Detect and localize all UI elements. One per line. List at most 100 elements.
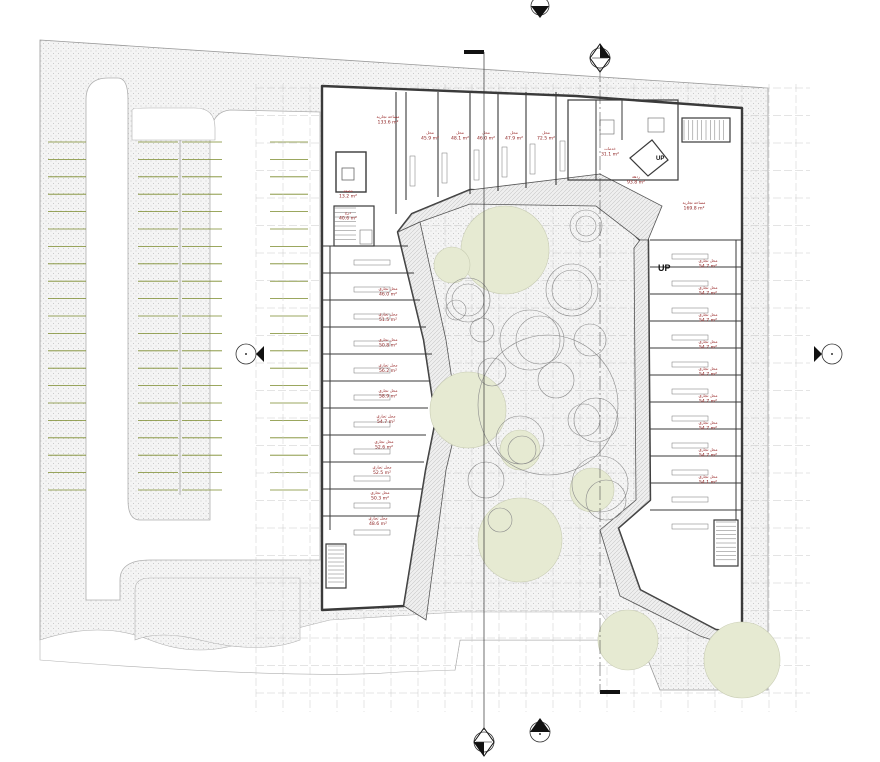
tree-ring xyxy=(445,277,491,323)
room-title: مساحة تجارية xyxy=(683,200,706,205)
tree-ring xyxy=(575,215,597,237)
room-area: 58.9 m² xyxy=(379,394,397,400)
stair-core-sw xyxy=(325,543,347,589)
room-title: محل تجاري xyxy=(698,285,717,290)
tree-ring xyxy=(585,479,627,521)
room-title: درج xyxy=(345,210,352,215)
room-area: 45.9 m² xyxy=(421,136,439,142)
north-shop-partitions xyxy=(395,92,566,214)
east-shop-counter xyxy=(671,523,709,530)
tree-ring xyxy=(545,263,599,317)
west-shop-counter xyxy=(353,529,391,536)
east-shop-counter xyxy=(671,496,709,503)
stair-up-label: UP xyxy=(658,263,671,273)
east-shop-counter xyxy=(671,442,709,449)
section-marker-north xyxy=(589,43,611,73)
grid-bubble-east xyxy=(814,343,843,365)
tree-ring xyxy=(507,435,537,465)
room-title: محل تجاري xyxy=(372,465,391,470)
room-area: 54.7 m² xyxy=(699,345,717,351)
stair-core-ne xyxy=(681,117,731,143)
tree-canopy xyxy=(433,246,471,284)
parking-stalls xyxy=(48,140,308,495)
room-title: محل تجاري xyxy=(374,439,393,444)
room-title: محل xyxy=(482,130,490,135)
room-area: 54.7 m² xyxy=(699,426,717,432)
east-shop-counter xyxy=(671,334,709,341)
north-shop-counter xyxy=(501,146,508,178)
room-area: 54.7 m² xyxy=(699,399,717,405)
tree-canopy xyxy=(429,371,507,449)
room-area: 50.8 m² xyxy=(379,343,397,349)
room-title: محل تجاري xyxy=(378,388,397,393)
room-title: محل تجاري xyxy=(698,339,717,344)
tree-canopy xyxy=(703,621,781,699)
north-shop-counter xyxy=(473,149,480,181)
section-marker-south xyxy=(473,727,495,757)
room-title: محل تجاري xyxy=(370,490,389,495)
elevator-core xyxy=(335,151,367,193)
grid-bubble-north xyxy=(530,0,550,18)
stair-up-label-core: UP xyxy=(656,156,664,162)
room-area: 54.7 m² xyxy=(699,291,717,297)
room-area: 52.5 m² xyxy=(373,470,391,476)
room-title: محل تجاري xyxy=(378,286,397,291)
room-area: 93.8 m² xyxy=(627,180,645,186)
tree-ring xyxy=(569,209,603,243)
east-shop-counter xyxy=(671,280,709,287)
room-title: محل xyxy=(542,130,550,135)
tree-canopy xyxy=(477,497,563,583)
east-shop-partitions xyxy=(650,239,742,530)
west-shop-counter xyxy=(353,421,391,428)
tree-ring xyxy=(487,507,513,533)
room-title: محل xyxy=(510,130,518,135)
room-area: 56.2 m² xyxy=(379,368,397,374)
tree-ring xyxy=(537,361,575,399)
west-shop-partitions xyxy=(322,245,432,536)
east-shop-counter xyxy=(671,253,709,260)
west-shop-counter xyxy=(353,313,391,320)
north-shop-counter xyxy=(409,155,416,187)
stair-core-se xyxy=(713,519,739,567)
tree-ring xyxy=(573,397,619,443)
room-area: 48.1 m² xyxy=(451,136,469,142)
room-title: محل تجاري xyxy=(698,393,717,398)
room-area: 47.9 m² xyxy=(505,136,523,142)
tree-ring xyxy=(515,315,565,365)
service-core xyxy=(567,99,679,181)
east-shop-counter xyxy=(671,469,709,476)
east-shop-counter xyxy=(671,415,709,422)
room-title: محل تجاري xyxy=(698,420,717,425)
room-area: 40.6 m² xyxy=(339,216,357,222)
room-title: ردهة xyxy=(632,174,640,179)
west-shop-counter xyxy=(353,259,391,266)
tree-ring xyxy=(477,334,619,476)
tree-ring xyxy=(551,269,593,311)
stair-treads xyxy=(328,120,736,583)
tree-ring xyxy=(477,357,507,387)
tree-canopy xyxy=(569,467,615,513)
tree-canopy xyxy=(597,609,659,671)
room-title: محل تجاري xyxy=(698,447,717,452)
courtyard-trees xyxy=(429,205,781,699)
room-area: 50.3 m² xyxy=(371,496,389,502)
room-title: مساحة تجارية xyxy=(377,114,400,119)
section-cut-north xyxy=(464,50,484,54)
grid-markers xyxy=(235,0,843,757)
north-shop-counter xyxy=(441,152,448,184)
tree-ring xyxy=(499,309,561,371)
room-title: محل تجاري xyxy=(378,363,397,368)
room-title: محل تجاري xyxy=(378,312,397,317)
room-area: 13.2 m² xyxy=(339,194,357,200)
room-title: محل تجاري xyxy=(698,366,717,371)
room-title: محل تجاري xyxy=(698,474,717,479)
room-area: 169.8 m² xyxy=(684,206,705,212)
room-area: 54.1 m² xyxy=(699,480,717,486)
room-title: محل xyxy=(456,130,464,135)
east-shop-counter xyxy=(671,388,709,395)
room-title: محل تجاري xyxy=(378,337,397,342)
room-title: محل تجاري xyxy=(376,414,395,419)
room-area: 46.0 m² xyxy=(379,292,397,298)
room-title: خدمات xyxy=(604,146,616,151)
